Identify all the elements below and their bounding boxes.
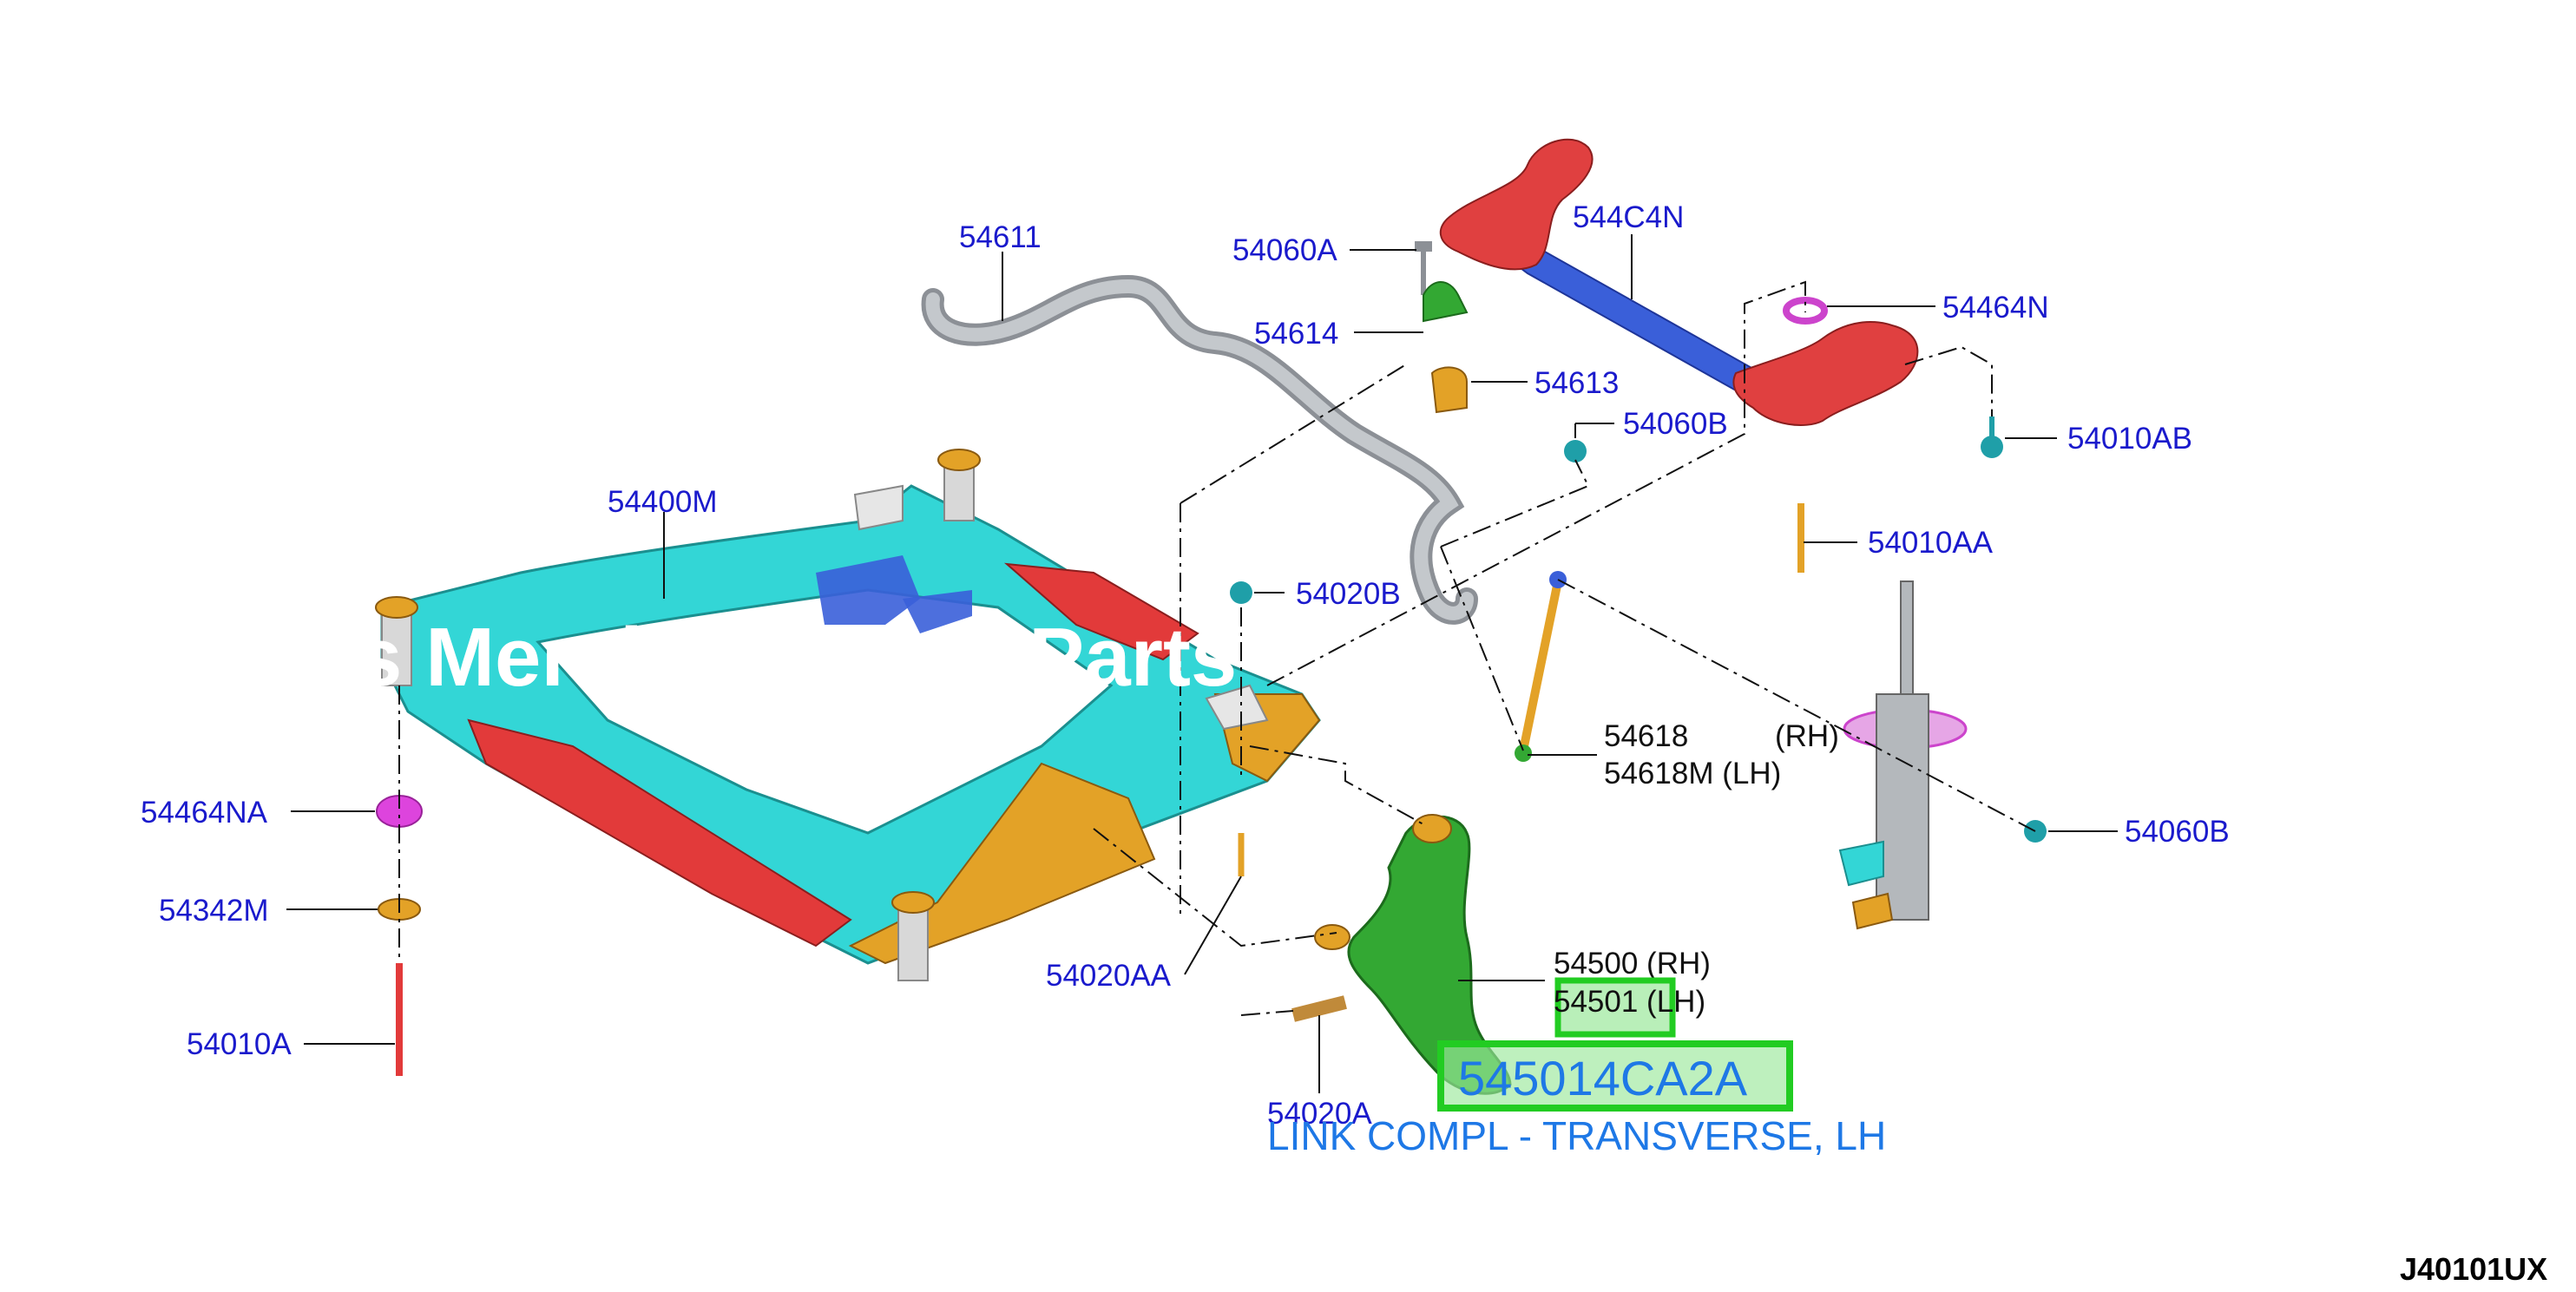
label-54020AA[interactable]: 54020AA <box>1046 959 1172 993</box>
label-54020B[interactable]: 54020B <box>1296 577 1401 611</box>
label-54464NA[interactable]: 54464NA <box>141 796 268 830</box>
highlight-callout: 545014CA2A LINK COMPL - TRANSVERSE, LH <box>1267 1040 1886 1158</box>
highlight-box-54501 <box>1554 977 1676 1038</box>
label-54618M[interactable]: 54618M (LH) <box>1604 757 1781 790</box>
stabilizer-link <box>1515 571 1567 762</box>
label-54060B-right[interactable]: 54060B <box>2125 815 2230 849</box>
watermark: s Merchant Auto Parts <box>356 611 1237 704</box>
subframe-member <box>380 484 1321 965</box>
label-54618[interactable]: 54618 <box>1604 719 1688 753</box>
leader-lines <box>286 234 2118 1093</box>
label-54010A[interactable]: 54010A <box>187 1027 292 1061</box>
label-544C4N[interactable]: 544C4N <box>1573 200 1684 234</box>
stabilizer-bar <box>921 274 1478 625</box>
label-54010AB[interactable]: 54010AB <box>2067 422 2192 456</box>
label-54060A[interactable]: 54060A <box>1232 233 1337 267</box>
diagram-reference-code: J40101UX <box>2400 1251 2547 1287</box>
cross-member <box>1439 138 1919 426</box>
label-54618-side: (RH) <box>1775 719 1839 753</box>
subframe-mount-bushing <box>375 449 981 981</box>
highlighted-part-description: LINK COMPL - TRANSVERSE, LH <box>1267 1113 1886 1158</box>
label-54500[interactable]: 54500 (RH) <box>1554 947 1711 980</box>
transverse-link-arm <box>1314 814 1512 1095</box>
label-54020A[interactable]: 54020A <box>1267 1097 1372 1131</box>
label-54614[interactable]: 54614 <box>1254 317 1338 351</box>
label-54501[interactable]: 54501 (LH) <box>1554 985 1705 1019</box>
label-54342M[interactable]: 54342M <box>159 894 268 928</box>
label-54464N[interactable]: 54464N <box>1942 291 2049 325</box>
small-parts <box>376 241 2047 1076</box>
assembly-lines <box>398 280 2036 1016</box>
highlighted-part-number[interactable]: 545014CA2A <box>1458 1051 1748 1105</box>
label-54613[interactable]: 54613 <box>1534 366 1619 400</box>
strut-assembly <box>1838 580 1968 930</box>
label-54060B-top[interactable]: 54060B <box>1623 407 1728 441</box>
label-54400M[interactable]: 54400M <box>608 485 717 519</box>
label-54611[interactable]: 54611 <box>959 220 1042 254</box>
highlight-box-part-number <box>1437 1040 1793 1112</box>
label-54010AA[interactable]: 54010AA <box>1868 526 1994 560</box>
callout-labels: 54611 54060A 544C4N 54464N 54614 54613 5… <box>141 200 2230 1131</box>
